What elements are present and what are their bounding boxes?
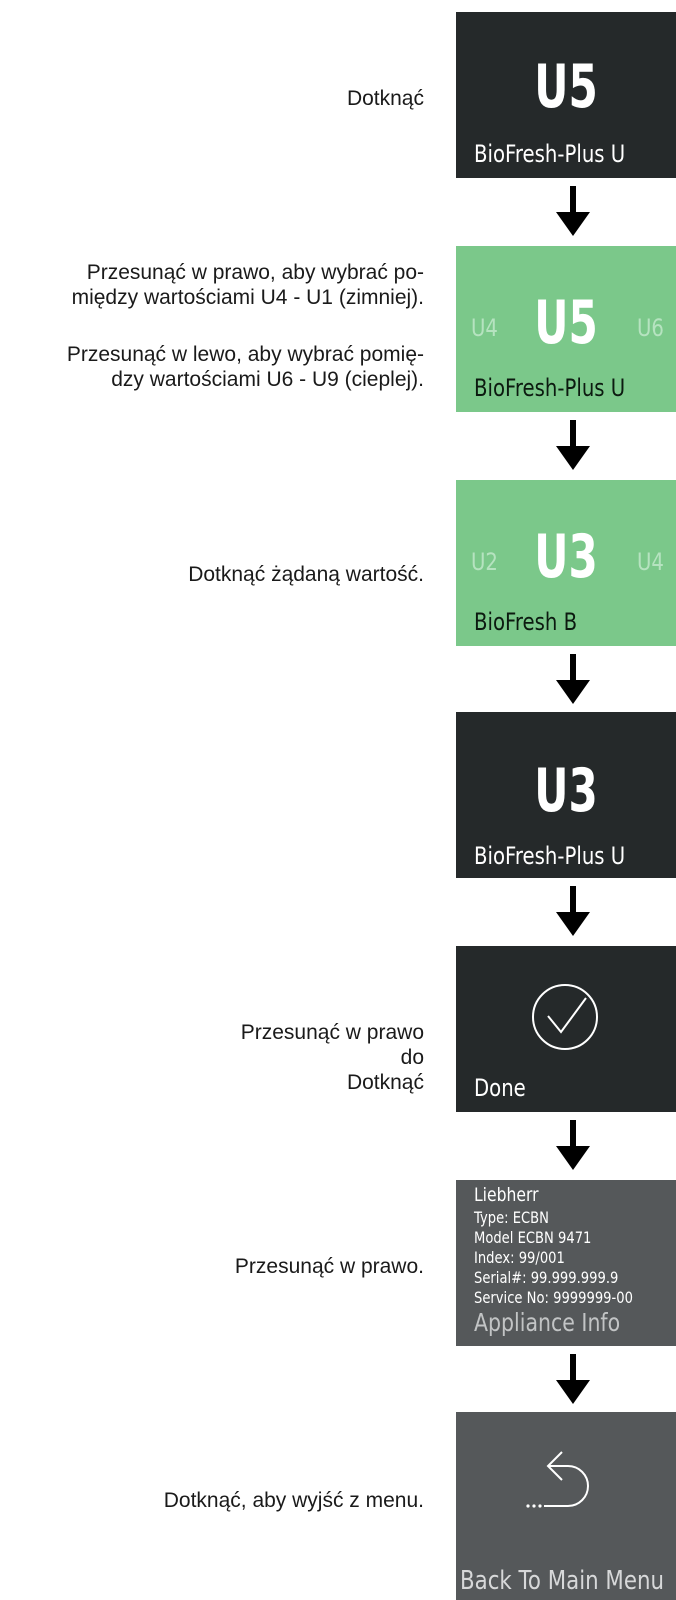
step3-right-value: U4 bbox=[636, 548, 664, 576]
step3-instruction: Dotknąć żądaną wartość. bbox=[188, 563, 424, 586]
step2-panel[interactable]: U4 U5 U6 BioFresh-Plus U bbox=[456, 246, 676, 412]
step2-value: U5 bbox=[534, 288, 598, 358]
step6-instruction: Przesunąć w prawo. bbox=[234, 1255, 424, 1278]
step3-panel[interactable]: U2 U3 U4 BioFresh B bbox=[456, 480, 676, 646]
step3-label: BioFresh B bbox=[474, 608, 578, 636]
arrow-down-icon bbox=[556, 886, 590, 936]
step1-value: U5 bbox=[534, 52, 598, 122]
info-type: Type: ECBN bbox=[474, 1208, 549, 1227]
arrow-down-icon bbox=[556, 186, 590, 236]
step5-instruction-2: do bbox=[400, 1046, 424, 1069]
step2-left-value: U4 bbox=[470, 314, 498, 342]
arrow-down-icon bbox=[556, 420, 590, 470]
step5-instruction-1: Przesunąć w prawo bbox=[240, 1021, 424, 1044]
step1-label: BioFresh-Plus U bbox=[474, 140, 626, 168]
step6-panel[interactable]: Liebherr Type: ECBN Model ECBN 9471 Inde… bbox=[456, 1180, 676, 1346]
step7-label: Back To Main Menu bbox=[460, 1566, 664, 1596]
step1-instruction: Dotknąć bbox=[346, 87, 424, 110]
arrow-down-icon bbox=[556, 654, 590, 704]
step4-panel[interactable]: U3 BioFresh-Plus U bbox=[456, 712, 676, 878]
info-serial: Serial#: 99.999.999.9 bbox=[474, 1268, 619, 1287]
info-service-no: Service No: 9999999-00 bbox=[474, 1288, 633, 1307]
step5-panel[interactable]: Done bbox=[456, 946, 676, 1112]
step7-panel[interactable]: Back To Main Menu bbox=[456, 1412, 676, 1600]
step4-label: BioFresh-Plus U bbox=[474, 842, 626, 870]
info-model: Model ECBN 9471 bbox=[474, 1228, 592, 1247]
arrow-down-icon bbox=[556, 1354, 590, 1404]
step2-instruction-2: Przesunąć w lewo, aby wybrać pomię- dzy … bbox=[66, 343, 424, 391]
step5-label: Done bbox=[474, 1074, 526, 1102]
back-arrow-icon bbox=[526, 1451, 589, 1508]
step5-instruction-3: Dotknąć bbox=[346, 1071, 424, 1094]
step2-label: BioFresh-Plus U bbox=[474, 374, 626, 402]
step1-panel[interactable]: U5 BioFresh-Plus U bbox=[456, 12, 676, 178]
step4-value: U3 bbox=[534, 756, 598, 826]
info-brand: Liebherr bbox=[474, 1184, 539, 1206]
step7-instruction: Dotknąć, aby wyjść z menu. bbox=[163, 1489, 424, 1512]
step3-left-value: U2 bbox=[470, 548, 498, 576]
step2-right-value: U6 bbox=[636, 314, 664, 342]
step2-instruction-1: Przesunąć w prawo, aby wybrać po- między… bbox=[71, 261, 424, 309]
check-circle-icon bbox=[532, 984, 598, 1050]
step6-label: Appliance Info bbox=[474, 1308, 621, 1337]
info-index: Index: 99/001 bbox=[474, 1248, 565, 1267]
arrow-down-icon bbox=[556, 1120, 590, 1170]
step3-value: U3 bbox=[534, 522, 598, 592]
